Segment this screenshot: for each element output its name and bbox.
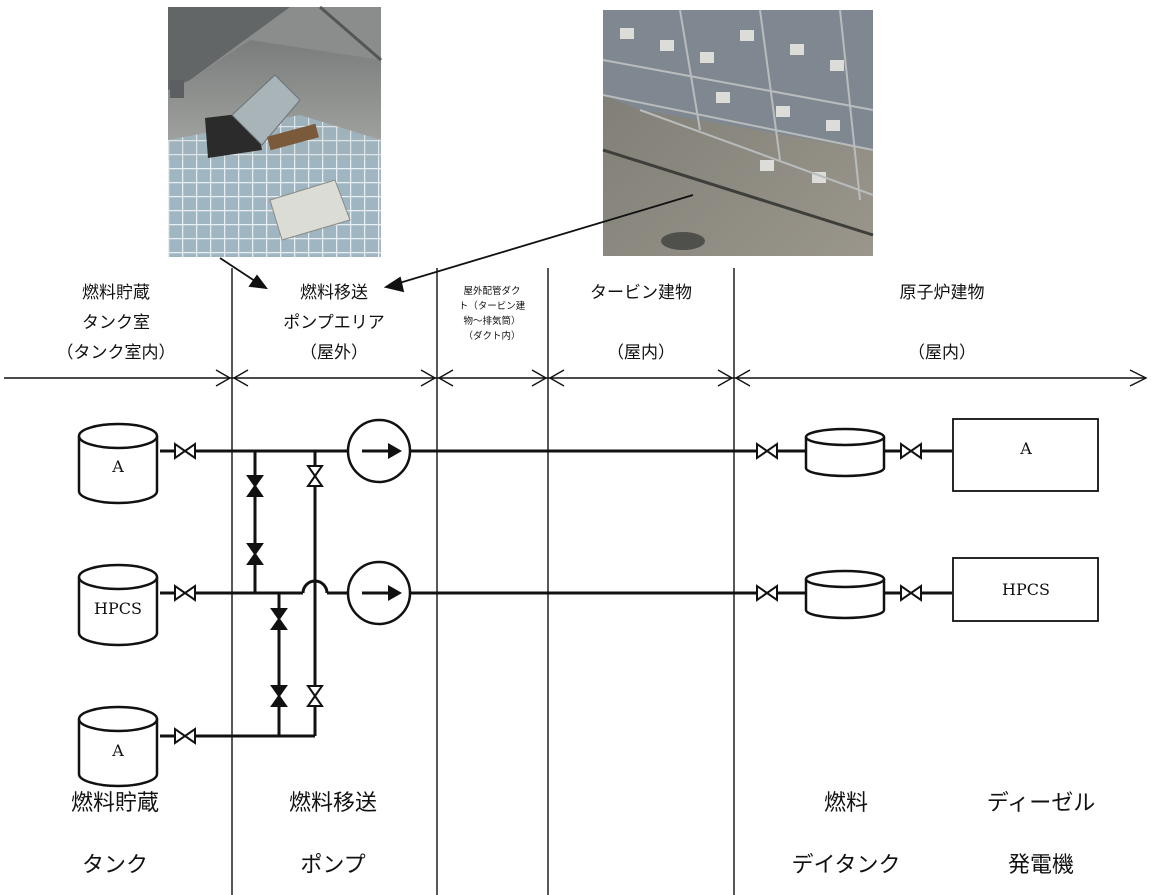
svg-text:A: A [111,457,124,476]
svg-text:ディーゼル: ディーゼル [987,791,1095,816]
diesel-generator-hpcs: HPCS [953,558,1098,621]
zone-label-turbine-building: タービン建物 （屋内） [590,283,692,363]
zone-label-reactor-building: 原子炉建物 （屋内） [900,283,985,363]
svg-text:HPCS: HPCS [1002,580,1050,599]
svg-text:（タンク室内）: （タンク室内） [57,343,176,363]
svg-text:（屋外）: （屋外） [300,343,368,363]
svg-text:タンク室: タンク室 [82,313,150,333]
label-day-tank: 燃料 デイタンク [791,791,900,878]
svg-text:燃料移送: 燃料移送 [289,791,377,816]
storage-tank-a-top: A [79,424,157,503]
transfer-pump-bottom [348,562,410,624]
svg-text:燃料: 燃料 [824,791,868,816]
label-storage-tank: 燃料貯蔵 タンク [71,791,159,878]
svg-text:ポンプエリア: ポンプエリア [283,313,385,333]
svg-text:ト（タービン建: ト（タービン建 [459,300,526,312]
svg-text:（ダクト内）: （ダクト内） [463,330,520,342]
svg-text:（屋内）: （屋内） [607,343,675,363]
svg-text:原子炉建物: 原子炉建物 [900,283,985,303]
svg-text:物～排気筒）: 物～排気筒） [463,315,520,327]
day-tank-hpcs [806,571,884,618]
svg-text:HPCS: HPCS [94,599,142,618]
svg-text:燃料貯蔵: 燃料貯蔵 [71,791,159,816]
storage-tank-a-bottom: A [79,707,157,786]
zone-extent-arrows [4,370,1146,386]
transfer-pump-top [348,420,410,482]
svg-text:燃料移送: 燃料移送 [300,283,368,303]
svg-text:発電機: 発電機 [1008,853,1074,878]
diesel-generator-a: A [953,419,1098,491]
svg-text:屋外配管ダク: 屋外配管ダク [463,285,520,297]
svg-text:タンク: タンク [82,853,148,878]
svg-text:デイタンク: デイタンク [791,853,900,878]
label-diesel-generator: ディーゼル 発電機 [987,791,1095,878]
day-tank-a [806,429,884,476]
svg-text:A: A [1019,439,1032,458]
svg-text:燃料貯蔵: 燃料貯蔵 [82,283,150,303]
photo-outdoor-duct [603,10,873,256]
svg-text:A: A [111,741,124,760]
zone-label-pump-area: 燃料移送 ポンプエリア （屋外） [283,283,385,363]
photo-pump-area [168,7,381,257]
svg-text:（屋内）: （屋内） [908,343,976,363]
label-transfer-pump: 燃料移送 ポンプ [289,791,377,878]
storage-tank-hpcs: HPCS [79,565,157,645]
zone-label-tank-room: 燃料貯蔵 タンク室 （タンク室内） [57,283,176,363]
zone-label-outdoor-duct: 屋外配管ダク ト（タービン建 物～排気筒） （ダクト内） [459,285,526,342]
svg-text:タービン建物: タービン建物 [590,283,692,303]
svg-text:ポンプ: ポンプ [300,853,365,878]
